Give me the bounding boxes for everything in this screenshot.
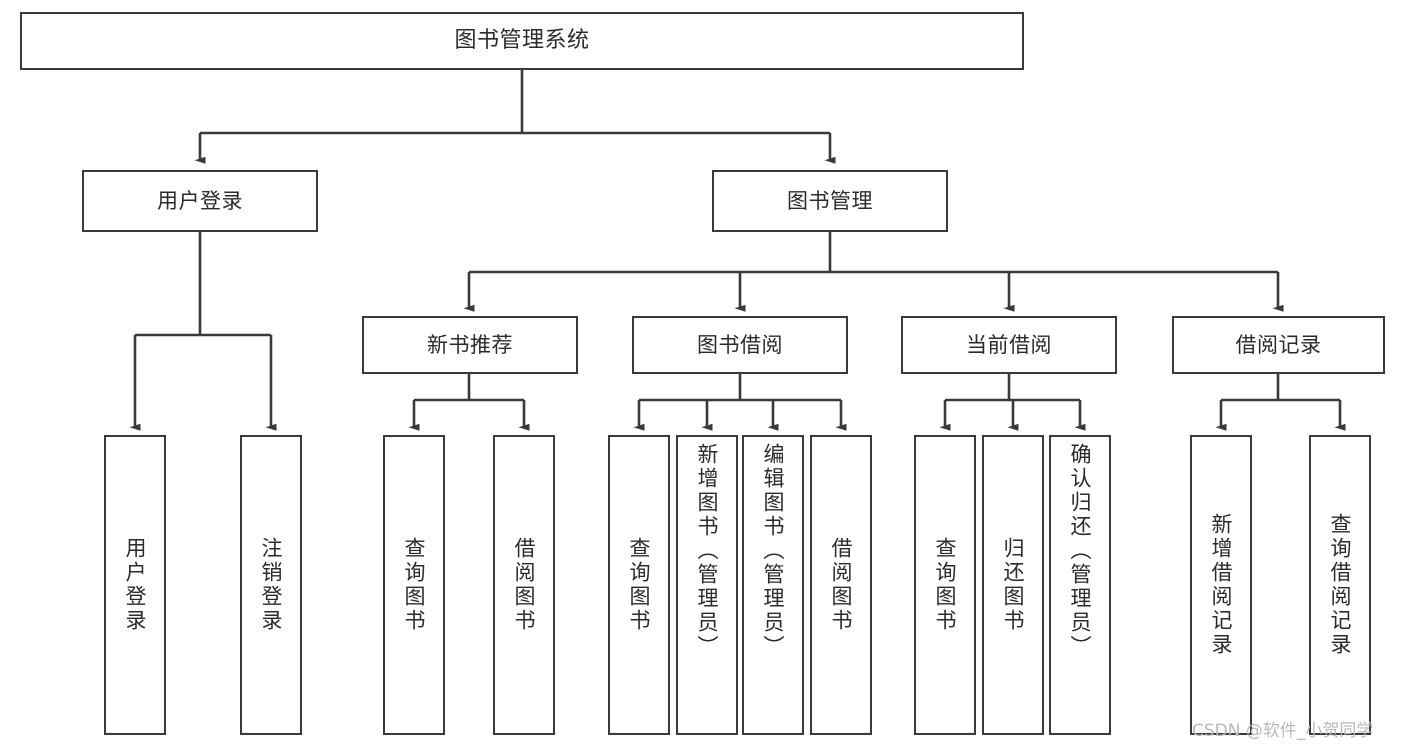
node-root-book-management-system[interactable]: 图书管理系统 <box>20 12 1024 70</box>
node-book-management[interactable]: 图书管理 <box>712 170 948 232</box>
node-label: 用户登录 <box>157 188 243 213</box>
node-new-book-recommendation[interactable]: 新书推荐 <box>362 316 578 374</box>
node-label: 归还图书 <box>1001 537 1026 633</box>
node-label: 图书管理系统 <box>454 28 590 54</box>
leaf-borrow-book-new-rec[interactable]: 借阅图书 <box>493 435 555 735</box>
leaf-logout[interactable]: 注销登录 <box>240 435 302 735</box>
node-borrow-record[interactable]: 借阅记录 <box>1172 316 1385 374</box>
node-label: 查询图书 <box>627 537 652 633</box>
node-label: 注销登录 <box>259 537 284 633</box>
node-current-borrow[interactable]: 当前借阅 <box>901 316 1117 374</box>
leaf-query-book-current[interactable]: 查询图书 <box>914 435 976 735</box>
node-label: 查询图书 <box>402 537 427 633</box>
leaf-confirm-return-admin[interactable]: 确认归还（管理员） <box>1049 435 1111 735</box>
node-label: 查询借阅记录 <box>1328 513 1353 657</box>
node-user-login[interactable]: 用户登录 <box>82 170 318 232</box>
node-label: 新增借阅记录 <box>1209 513 1234 657</box>
node-label: 用户登录 <box>123 537 148 633</box>
node-label: 查询图书 <box>933 537 958 633</box>
leaf-user-login[interactable]: 用户登录 <box>104 435 166 735</box>
leaf-query-book-borrow[interactable]: 查询图书 <box>608 435 670 735</box>
node-label: 确认归还（管理员） <box>1068 443 1093 659</box>
node-label: 新书推荐 <box>427 332 513 357</box>
node-label: 图书管理 <box>787 188 873 213</box>
node-label: 借阅图书 <box>829 537 854 633</box>
node-book-borrow[interactable]: 图书借阅 <box>632 316 848 374</box>
leaf-query-borrow-record[interactable]: 查询借阅记录 <box>1309 435 1371 735</box>
leaf-add-borrow-record[interactable]: 新增借阅记录 <box>1190 435 1252 735</box>
node-label: 编辑图书（管理员） <box>761 443 786 659</box>
leaf-edit-book-admin[interactable]: 编辑图书（管理员） <box>742 435 804 735</box>
node-label: 图书借阅 <box>697 332 783 357</box>
node-label: 借阅图书 <box>512 537 537 633</box>
csdn-watermark: CSDN @软件_小贺同学 <box>1192 721 1374 741</box>
leaf-query-book-new-rec[interactable]: 查询图书 <box>383 435 445 735</box>
node-label: 当前借阅 <box>966 332 1052 357</box>
node-label: 借阅记录 <box>1235 332 1322 357</box>
leaf-add-book-admin[interactable]: 新增图书（管理员） <box>676 435 738 735</box>
leaf-borrow-book[interactable]: 借阅图书 <box>810 435 872 735</box>
node-label: 新增图书（管理员） <box>695 443 720 659</box>
leaf-return-book[interactable]: 归还图书 <box>982 435 1044 735</box>
